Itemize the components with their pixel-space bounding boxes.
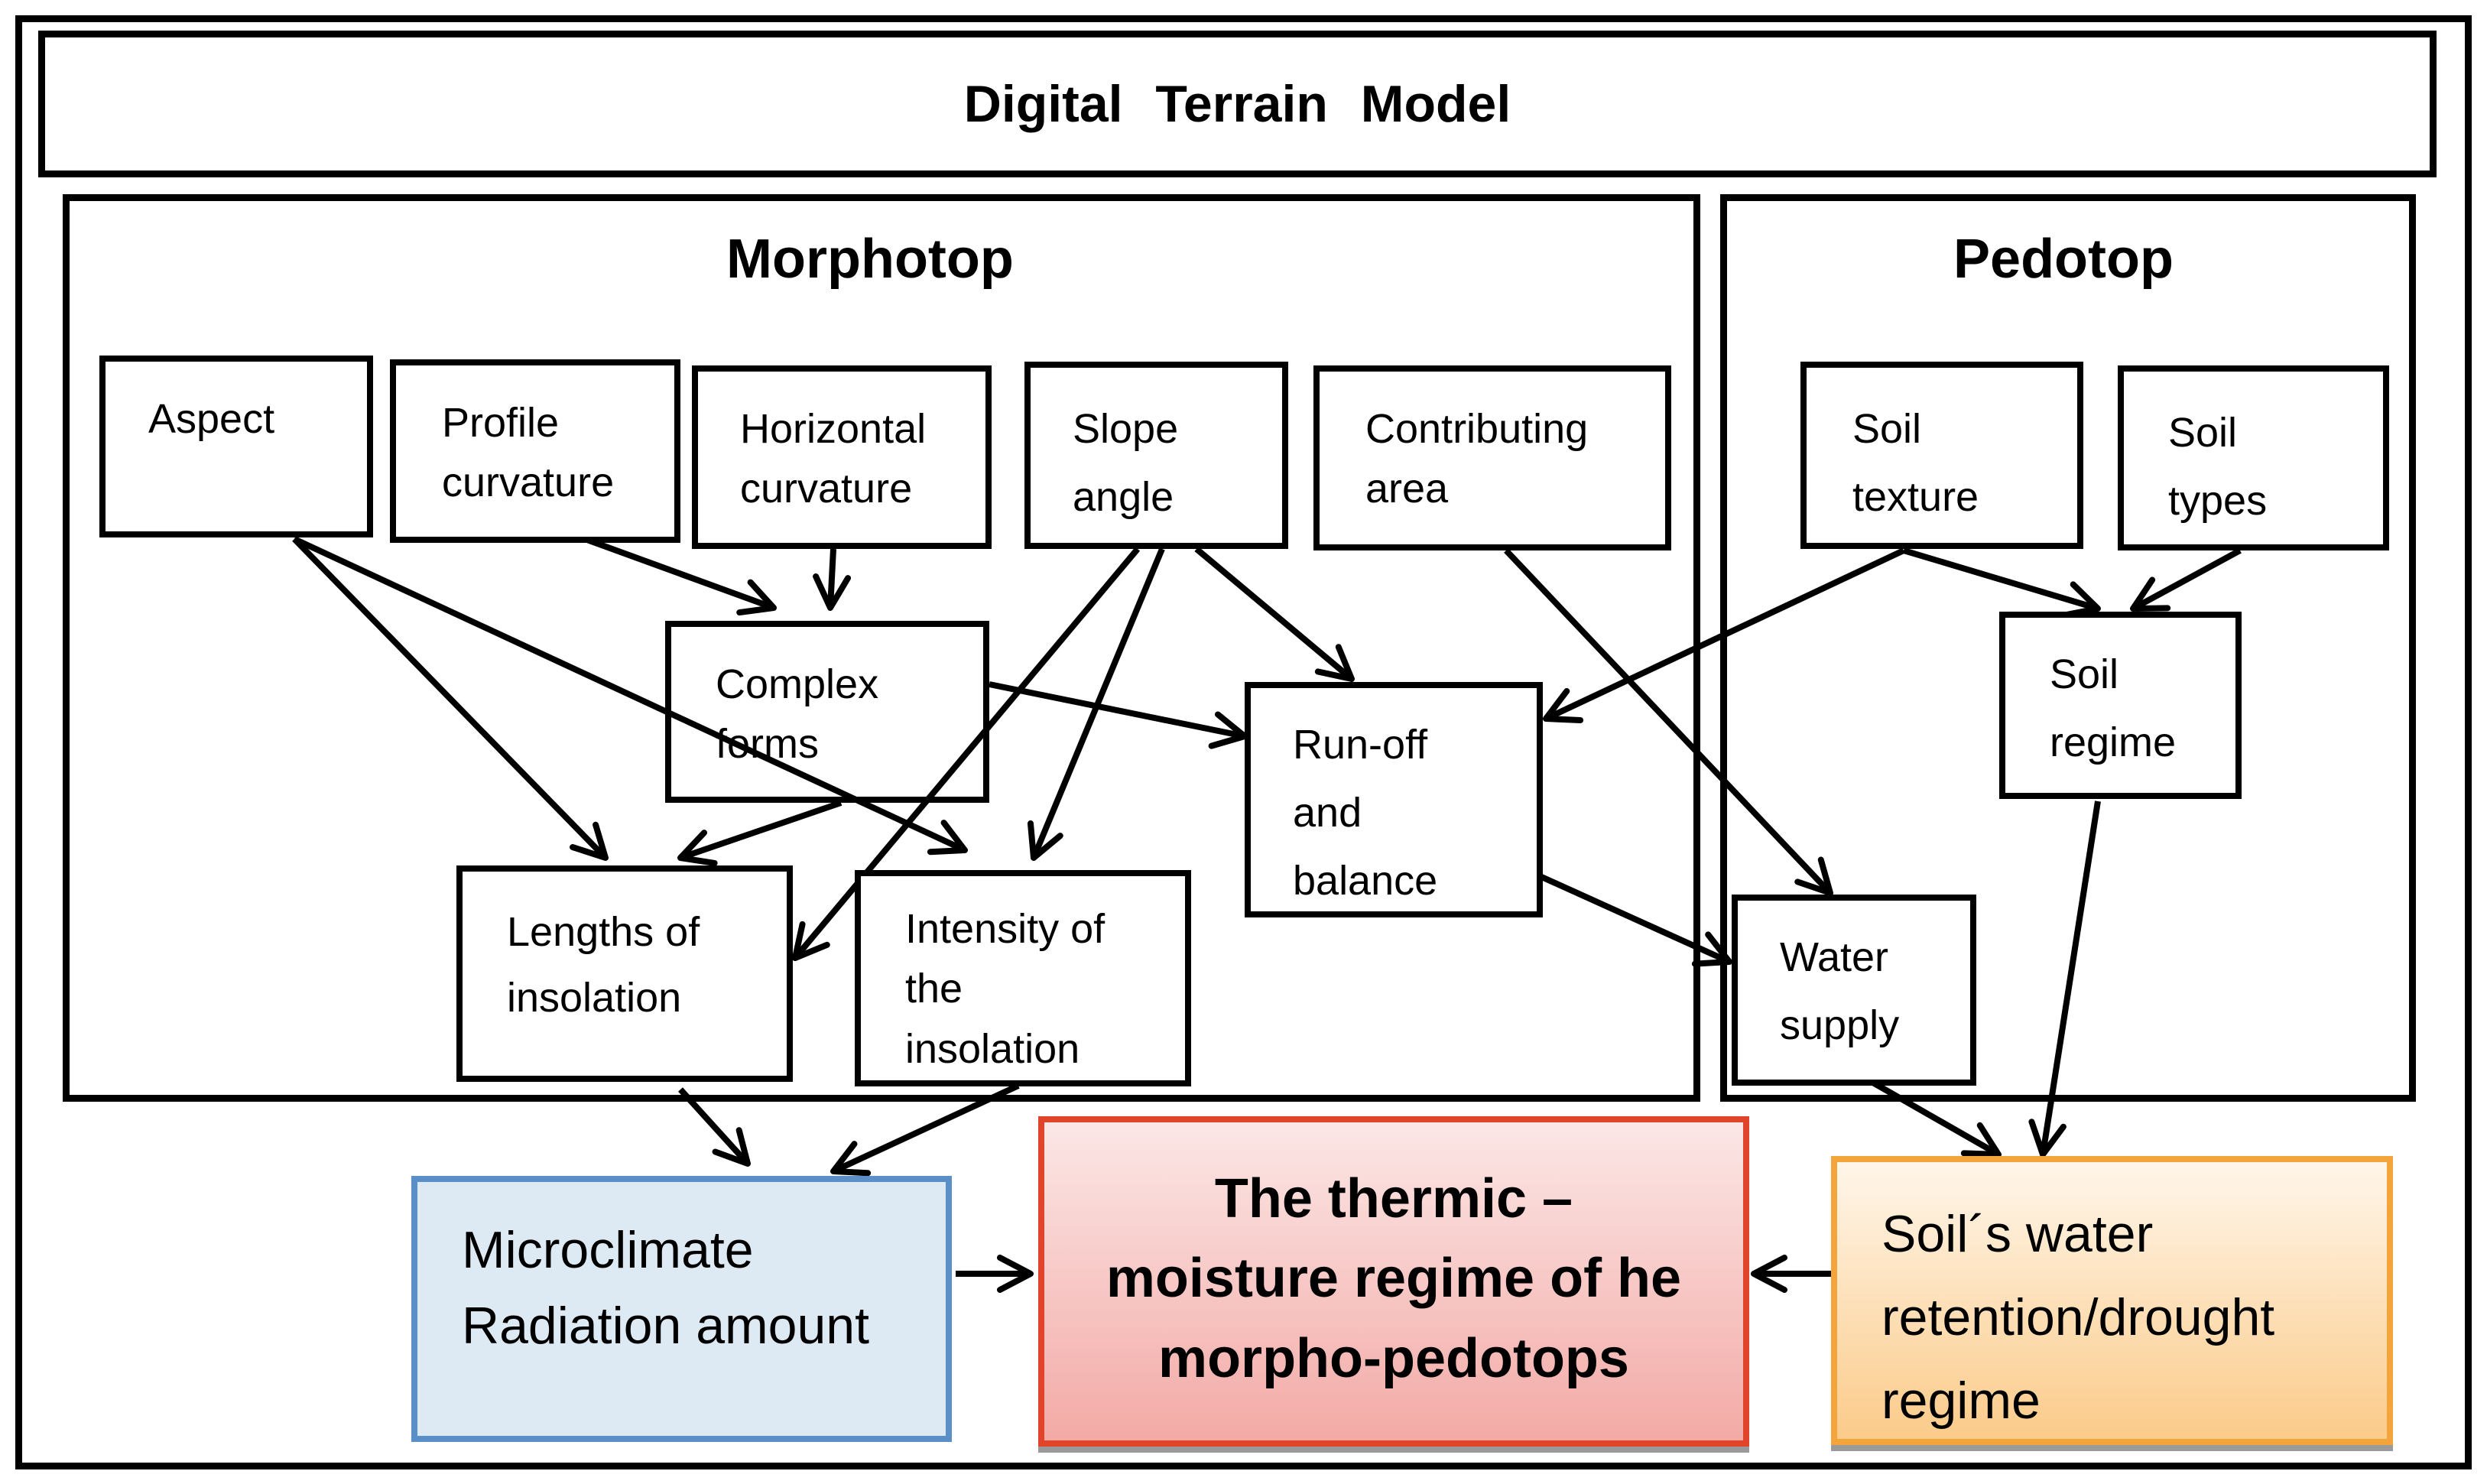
dtm-title: Digital Terrain Model (963, 75, 1511, 133)
node-horizontal-curvature: Horizontal curvature (692, 365, 992, 549)
node-complex-forms: Complex forms (665, 621, 989, 803)
node-contributing-area: Contributing area (1313, 365, 1671, 550)
arrow-contributing-to-water (1504, 548, 1833, 896)
arrow-texture-to-runoff (1543, 547, 1905, 723)
arrow-complex-to-runoff (989, 681, 1248, 749)
arrow-lengths-to-microclimate (678, 1087, 751, 1167)
pedotop-title: Pedotop (1953, 229, 2174, 290)
node-soil-texture: Soil texture (1800, 362, 2083, 549)
dtm-title-box: Digital Terrain Model (38, 31, 2437, 177)
thermic-moisture-box: The thermic – moisture regime of he morp… (1038, 1116, 1749, 1447)
arrow-complex-to-lengths (677, 800, 843, 866)
arrow-horizontal-to-complex (813, 548, 852, 611)
node-aspect: Aspect (99, 356, 373, 537)
arrow-intensity-to-microclimate (830, 1083, 1020, 1177)
arrow-slope-to-runoff (1194, 546, 1355, 682)
soil-water-retention-box: Soil´s water retention/drought regime (1831, 1156, 2393, 1445)
arrow-profile-to-complex (583, 536, 777, 616)
arrow-texture-to-soilregime (1902, 547, 2101, 619)
node-water-supply: Water supply (1732, 895, 1976, 1086)
arrow-soilregime-to-soilwater (2028, 800, 2101, 1158)
node-profile-curvature: Profile curvature (390, 359, 680, 543)
node-runoff-balance: Run-off and balance (1245, 682, 1543, 917)
node-slope-angle: Slope angle (1024, 362, 1288, 549)
node-soil-regime: Soil regime (1999, 612, 2242, 799)
arrow-types-to-soilregime (2130, 547, 2242, 612)
outer-frame (15, 15, 2472, 1469)
node-intensity-of-insolation: Intensity of the insolation (855, 870, 1191, 1086)
arrow-water-to-soilwater (1870, 1079, 2002, 1158)
arrow-slope-to-lengths (792, 547, 1141, 961)
node-lengths-of-insolation: Lengths of insolation (456, 865, 793, 1082)
pedotop-panel (1720, 194, 2416, 1102)
node-soil-types: Soil types (2118, 365, 2389, 550)
morphotop-title: Morphotop (726, 229, 1014, 290)
microclimate-box: Microclimate Radiation amount (411, 1176, 952, 1442)
arrow-aspect-to-lengths (292, 537, 609, 861)
arrow-runoff-to-water (1537, 872, 1732, 967)
